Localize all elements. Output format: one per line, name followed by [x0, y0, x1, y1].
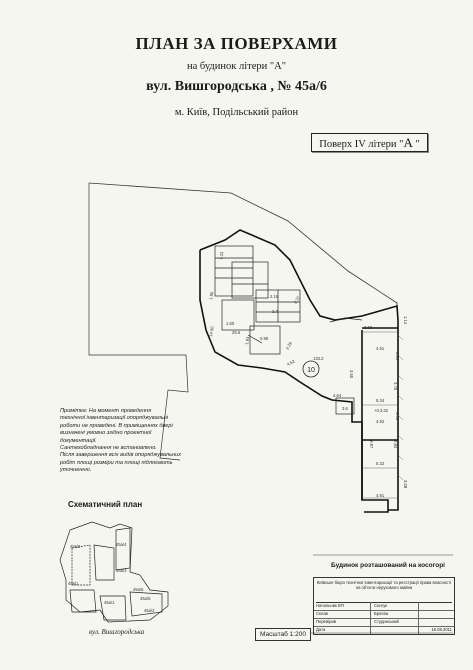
stamp-organization: Київське бюро технічної інвентаризації т…	[316, 580, 452, 603]
stamp-role: Дата	[316, 627, 326, 632]
dim-label: 1.86	[208, 291, 214, 301]
document-subtitle: на будинок літери "А"	[186, 61, 287, 72]
facade-hatch	[397, 334, 404, 481]
schematic-label: 45а/4	[116, 542, 127, 547]
dim-label: 2.37	[293, 294, 302, 304]
dim-label: 4.92	[376, 419, 385, 424]
dim-label: 1.33	[218, 251, 224, 261]
note-line: робіт площі розміри та площі підлягають	[60, 459, 173, 466]
dim-label: 3.68	[364, 325, 373, 330]
dim-label: 1.60	[226, 321, 235, 326]
stamp-divider	[370, 602, 371, 634]
dim-label: 4.62	[286, 358, 296, 367]
schematic-label: 45а/3	[116, 568, 127, 573]
note-line: Примітка: На момент проведення	[60, 408, 152, 414]
dim-label: 3.6	[342, 406, 348, 411]
dim-label: 2.16	[270, 294, 279, 299]
stamp-signer: Студинський	[374, 619, 399, 624]
stamp-divider	[418, 602, 419, 634]
site-boundary-left	[88, 183, 189, 461]
schematic-title: Схематичний план	[68, 500, 143, 509]
dim-label: 0.96	[260, 336, 269, 341]
floor-label-close: "	[412, 139, 420, 150]
floor-letter: А	[403, 135, 413, 150]
schematic-label: 45а/6	[133, 587, 144, 592]
schematic-label: 45в/1	[68, 581, 79, 586]
schematic-label: 45в/2	[70, 544, 81, 549]
dim-label: 3.84	[393, 440, 398, 449]
schematic-caption: вул. Вишгородська	[89, 628, 145, 636]
plan-note: Примітка: На момент проведення технічної…	[60, 408, 188, 475]
stamp-role: Начальник БТІ	[316, 603, 345, 608]
document-title: ПЛАН ЗА ПОВЕРХАМИ	[135, 34, 338, 53]
area-mark: +0.3.32	[374, 408, 389, 413]
schematic-label: 45а/1	[104, 600, 115, 605]
title-block-stamp: Київське бюро технічної інвентаризації т…	[313, 577, 455, 635]
dim-label: 3.70	[393, 382, 398, 391]
dimension-labels: 3.68 4.91 3.34 1.14 3.70 5.34 4.92 1.53 …	[208, 251, 408, 498]
stamp-row: Склав Бреєва	[314, 610, 454, 619]
dim-label: 14.50	[208, 325, 215, 337]
schematic-label: 45а/5	[140, 596, 151, 601]
dim-label: 3.7	[272, 309, 278, 314]
schematic-label: 45а/2	[144, 608, 155, 613]
note-line: роботи не проведені. В приміщеннях двері	[60, 422, 173, 429]
stamp-signer: Бреєва	[374, 611, 389, 616]
dim-label: 9.87	[369, 440, 374, 449]
stamp-row: Дата 16.08.2011	[314, 626, 454, 634]
schematic-plan	[59, 521, 169, 623]
building-walls	[199, 229, 399, 513]
dim-label: 1.93	[244, 336, 250, 346]
note-line: визначені умовно згідно проектної докуме…	[60, 430, 152, 444]
stair-cores	[214, 245, 363, 415]
room-number: 10	[307, 367, 315, 374]
dim-label: 5.32	[376, 461, 385, 466]
schematic-labels: 45в/2 45в/1 45а/1 45а/4 45а/3 45а/5 45а/…	[68, 542, 155, 613]
dim-label: 1.53	[395, 412, 400, 421]
stamp-role: Перевірив	[316, 619, 337, 624]
note-line: технічної інвентаризації опоряджувальні	[60, 415, 169, 422]
scale-label: Масштаб 1:200	[255, 628, 311, 641]
dim-label: 2.29	[285, 340, 294, 350]
dim-label: 4.91	[376, 493, 385, 498]
dim-label: 5.34	[376, 398, 385, 403]
city-district: м. Київ, Подільський район	[174, 107, 299, 118]
dim-label: 4.91	[376, 346, 385, 351]
note-line: уточненню.	[60, 467, 92, 474]
slope-note: Будинок розташований на косогорі	[331, 562, 445, 569]
site-boundary-top	[88, 182, 398, 307]
room-number-circle	[302, 360, 320, 378]
floor-label-box: Поверх IV літери "А "	[311, 133, 428, 152]
note-line: Сантехобладнання не встановлено.	[60, 445, 157, 452]
stamp-row: Перевірив Студинський	[314, 618, 454, 627]
floor-label-text: Поверх IV літери "	[319, 139, 404, 150]
dimension-lines	[362, 331, 398, 499]
dim-label: 3.34	[395, 352, 400, 361]
dim-label: 4.64	[333, 393, 342, 398]
stamp-date: 16.08.2011	[431, 627, 452, 632]
dim-label: 29.5	[232, 330, 241, 335]
stamp-row: Начальник БТІ Сонгук	[314, 602, 454, 611]
dim-label: 133.2	[313, 356, 324, 361]
street-address: вул. Вишгородська , № 45а/6	[146, 79, 327, 94]
stamp-signer: Сонгук	[374, 603, 388, 608]
stamp-role: Склав	[316, 611, 328, 616]
dim-label: 3.50	[349, 370, 354, 379]
note-line: Після завершення всіх видів опоряджуваль…	[60, 452, 181, 459]
dim-label: 3.08	[403, 480, 408, 489]
dim-label: 1.14	[403, 316, 408, 325]
